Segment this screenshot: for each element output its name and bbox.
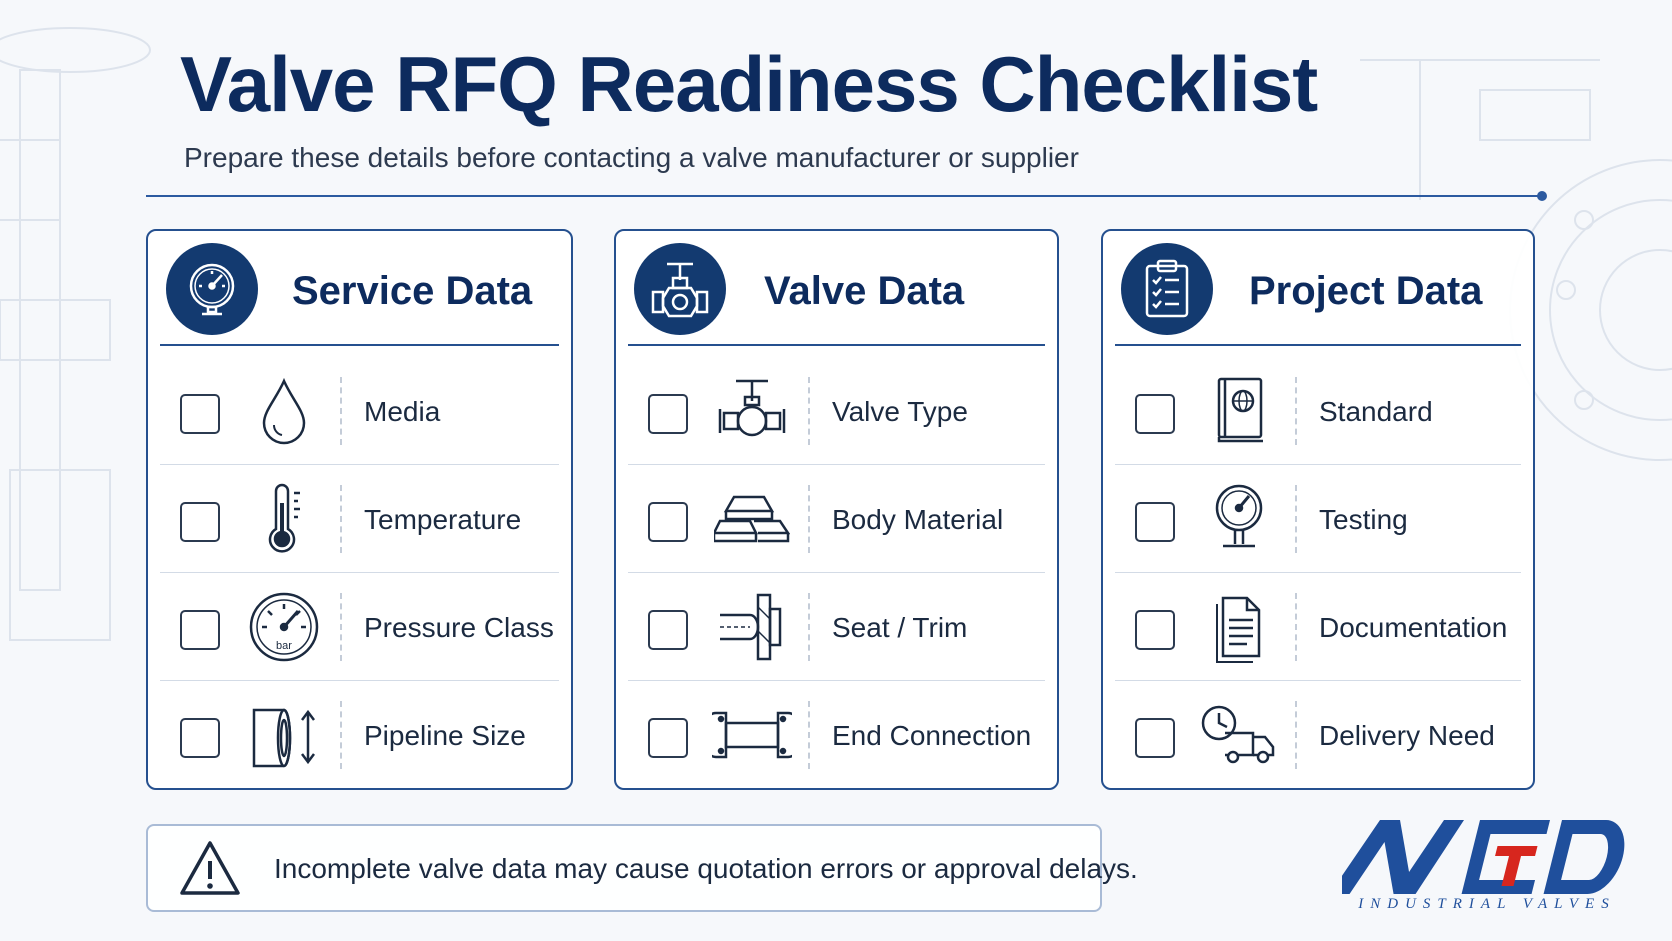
thermometer-icon [244, 479, 324, 559]
title-divider [146, 195, 1542, 197]
item-label: Testing [1319, 504, 1408, 535]
valve-data-card: Valve Data Valve Type Body Material Seat… [614, 229, 1059, 790]
card-title: Valve Data [764, 269, 965, 313]
row-separator [808, 377, 810, 445]
row-separator [808, 485, 810, 553]
item-label: Media [364, 396, 441, 427]
checklist-item[interactable]: Seat / Trim [628, 573, 1045, 681]
row-separator [808, 701, 810, 769]
card-header: Valve Data [628, 231, 1045, 346]
seat-trim-icon [712, 587, 792, 667]
row-separator [1295, 701, 1297, 769]
card-header: Service Data [160, 231, 559, 346]
checkbox[interactable] [1135, 394, 1175, 434]
item-label: Body Material [832, 504, 1004, 535]
item-label: Valve Type [832, 396, 968, 427]
gate-valve-icon [634, 243, 726, 335]
checkbox[interactable] [1135, 610, 1175, 650]
droplet-icon [244, 371, 324, 451]
checklist-item[interactable]: bar Pressure Class [160, 573, 559, 681]
gauge-unit-label: bar [276, 640, 292, 652]
service-data-card: Service Data Media Temperature bar Press… [146, 229, 573, 790]
test-gauge-icon [1199, 479, 1279, 559]
row-separator [340, 485, 342, 553]
metal-ingots-icon [712, 479, 792, 559]
checkbox[interactable] [180, 502, 220, 542]
checklist-item[interactable]: End Connection [628, 681, 1045, 789]
checkbox[interactable] [1135, 502, 1175, 542]
flanged-pipe-icon [712, 695, 792, 775]
checkbox[interactable] [180, 610, 220, 650]
checklist-item[interactable]: Pipeline Size [160, 681, 559, 789]
item-label: Seat / Trim [832, 612, 968, 643]
warning-text: Incomplete valve data may cause quotatio… [274, 853, 1138, 884]
checkbox[interactable] [1135, 718, 1175, 758]
row-separator [1295, 593, 1297, 661]
checklist-item[interactable]: Temperature [160, 465, 559, 573]
checklist-item[interactable]: Documentation [1115, 573, 1521, 681]
row-separator [340, 701, 342, 769]
divider-end-dot [1537, 191, 1547, 201]
row-separator [1295, 377, 1297, 445]
checkbox[interactable] [180, 718, 220, 758]
page-title: Valve RFQ Readiness Checklist [180, 40, 1318, 128]
pressure-gauge-icon [166, 243, 258, 335]
item-label: Documentation [1319, 612, 1508, 643]
checklist-item[interactable]: Standard [1115, 357, 1521, 465]
item-label: Pressure Class [364, 612, 554, 643]
checklist-item[interactable]: Media [160, 357, 559, 465]
item-label: Standard [1319, 396, 1433, 427]
checkbox[interactable] [648, 394, 688, 434]
item-label: End Connection [832, 720, 1032, 751]
warning-banner: Incomplete valve data may cause quotatio… [146, 824, 1138, 912]
row-separator [340, 593, 342, 661]
checkbox[interactable] [648, 610, 688, 650]
warning-triangle-icon [180, 841, 240, 895]
logo-tagline: INDUSTRIAL VALVES [1358, 896, 1616, 912]
delivery-truck-clock-icon [1199, 695, 1279, 775]
checklist-item[interactable]: Testing [1115, 465, 1521, 573]
item-label: Delivery Need [1319, 720, 1495, 751]
card-title: Service Data [292, 269, 533, 313]
checklist-item[interactable]: Valve Type [628, 357, 1045, 465]
page-subtitle: Prepare these details before contacting … [184, 142, 1079, 173]
checkbox[interactable] [180, 394, 220, 434]
checkbox[interactable] [648, 718, 688, 758]
row-separator [808, 593, 810, 661]
item-label: Temperature [364, 504, 522, 535]
pressure-gauge-icon: bar [244, 587, 324, 667]
item-label: Pipeline Size [364, 720, 526, 751]
checklist-item[interactable]: Body Material [628, 465, 1045, 573]
row-separator [1295, 485, 1297, 553]
project-data-card: Project Data Standard Testing Documentat… [1101, 229, 1535, 790]
ntgd-logo [1342, 820, 1625, 894]
checklist-item[interactable]: Delivery Need [1115, 681, 1521, 789]
valve-icon [712, 371, 792, 451]
document-icon [1199, 587, 1279, 667]
row-separator [340, 377, 342, 445]
pipe-size-icon [244, 695, 324, 775]
clipboard-checklist-icon [1121, 243, 1213, 335]
card-title: Project Data [1249, 269, 1483, 313]
checkbox[interactable] [648, 502, 688, 542]
standards-book-icon [1199, 371, 1279, 451]
card-header: Project Data [1115, 231, 1521, 346]
